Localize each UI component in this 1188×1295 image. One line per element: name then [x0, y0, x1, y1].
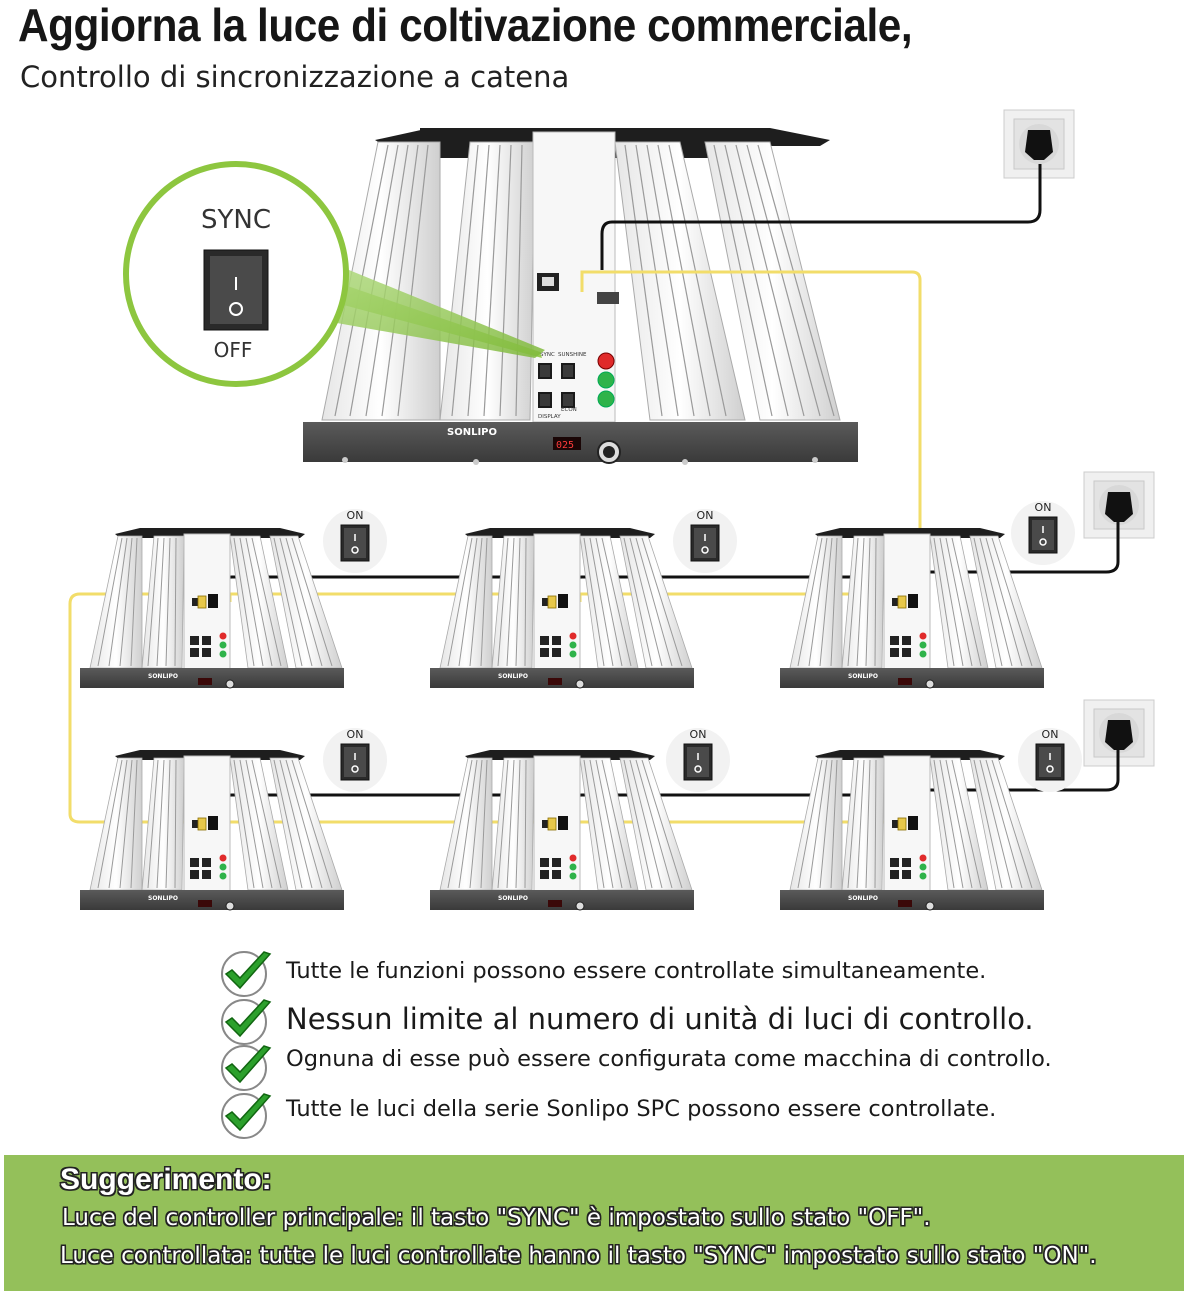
page-title: Aggiorna la luce di coltivazione commerc…	[18, 0, 913, 51]
panel-label-sunshine: SUNSHINE	[558, 352, 587, 358]
switch-label-on: ON	[347, 728, 364, 741]
on-rocker-switch: ON	[666, 728, 730, 792]
panel-label-display: DISPLAY	[538, 414, 561, 420]
check-icon	[221, 999, 272, 1045]
tip-title: Suggerimento:	[60, 1163, 272, 1196]
main-display-value: 025	[556, 440, 574, 451]
zoom-label-off: OFF	[214, 338, 253, 362]
panel-plus-button	[597, 371, 615, 389]
tip-panel: Suggerimento: Luce del controller princi…	[4, 1155, 1184, 1291]
brand-logo: SONLIPO	[498, 895, 528, 902]
controlled-light: SONLIPO	[430, 528, 694, 689]
on-rocker-switch: ON	[323, 728, 387, 792]
on-switches: ON ON ON ON ON ON	[323, 501, 1082, 792]
feature-text: Tutte le luci della serie Sonlipo SPC po…	[286, 1096, 997, 1122]
brand-logo: SONLIPO	[498, 673, 528, 680]
wall-outlet-top	[1003, 109, 1075, 179]
main-display	[553, 437, 581, 450]
panel-switch-sync	[538, 363, 552, 379]
panel-switch-econ	[561, 392, 575, 408]
check-icon	[221, 951, 272, 997]
brand-logo: SONLIPO	[148, 673, 178, 680]
panel-label-sync: SYNC	[540, 352, 555, 358]
controlled-light: SONLIPO	[80, 750, 344, 911]
led-bar-right-outer	[704, 141, 841, 421]
wall-outlet-middle	[1083, 471, 1155, 539]
sync-rocker-switch-off	[203, 249, 269, 331]
panel-set-button	[597, 352, 615, 370]
controlled-light: SONLIPO	[430, 750, 694, 911]
on-rocker-switch: ON	[1011, 501, 1075, 565]
daisy-chain-diagram: SYNC SUNSHINE DISPLAY ECON SONLIPO	[0, 100, 1188, 940]
led-bar-right-inner	[614, 141, 746, 421]
panel-label-econ: ECON	[561, 407, 577, 413]
led-bar-left-outer	[321, 141, 441, 421]
panel-switch-sunshine	[561, 363, 575, 379]
brand-logo-main: SONLIPO	[447, 427, 497, 438]
switch-label-on: ON	[1035, 501, 1052, 514]
check-icon	[221, 1093, 272, 1139]
brand-logo: SONLIPO	[848, 673, 878, 680]
diagram-canvas: SYNC SUNSHINE DISPLAY ECON SONLIPO	[68, 109, 1155, 911]
switch-label-on: ON	[690, 728, 707, 741]
feature-text: Ognuna di esse può essere configurata co…	[286, 1046, 1052, 1072]
controlled-lights: SONLIPO SONLIPO SONLIPO SONLIPO SONLIPO SONLI…	[80, 528, 1044, 911]
panel-minus-button	[597, 390, 615, 408]
feature-text: Tutte le funzioni possono essere control…	[286, 958, 987, 984]
controlled-light: SONLIPO	[780, 750, 1044, 911]
on-rocker-switch: ON	[323, 509, 387, 573]
tip-line-controlled: Luce controllata: tutte le luci controll…	[60, 1243, 1097, 1269]
feature-text: Nessun limite al numero di unità di luci…	[286, 1002, 1034, 1036]
tip-line-controller: Luce del controller principale: il tasto…	[62, 1205, 931, 1231]
panel-switch-display	[538, 392, 552, 408]
led-bar-left-inner	[439, 141, 536, 421]
switch-label-on: ON	[1042, 728, 1059, 741]
page-subtitle: Controllo di sincronizzazione a catena	[20, 60, 570, 94]
brand-logo: SONLIPO	[848, 895, 878, 902]
on-rocker-switch: ON	[673, 509, 737, 573]
sync-switch-zoom: SYNC OFF	[123, 161, 545, 387]
controlled-light: SONLIPO	[780, 528, 1044, 689]
switch-label-on: ON	[347, 509, 364, 522]
controlled-light: SONLIPO	[80, 528, 344, 689]
brand-logo: SONLIPO	[148, 895, 178, 902]
zoom-label-sync: SYNC	[201, 205, 271, 235]
on-rocker-switch: ON	[1018, 728, 1082, 792]
switch-label-on: ON	[697, 509, 714, 522]
check-icon	[221, 1045, 272, 1091]
